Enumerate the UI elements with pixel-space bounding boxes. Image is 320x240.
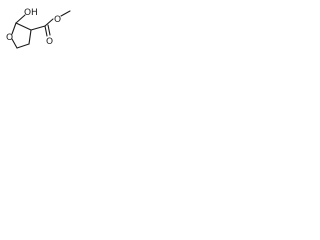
bond-c-o-ester xyxy=(44,18,54,27)
molecule-diagram: O H O O O xyxy=(6,8,71,49)
bond-c4-c3 xyxy=(28,29,32,45)
bond-c2-oh xyxy=(15,14,26,24)
bond-o-methyl xyxy=(60,10,71,17)
atom-label-hydroxyl-o: O xyxy=(24,8,31,18)
structure-canvas: O H O O O xyxy=(0,0,74,67)
atom-label-hydroxyl-h: H xyxy=(31,8,38,18)
bond-c5-c4 xyxy=(16,43,30,49)
bond-c2-o1 xyxy=(11,22,17,35)
bond-c3-ccarbonyl xyxy=(30,25,46,31)
atom-label-ring-o: O xyxy=(6,33,13,43)
atom-label-ester-o: O xyxy=(54,15,61,25)
atom-label-carbonyl-o: O xyxy=(46,37,53,47)
bond-o1-c5 xyxy=(11,38,18,49)
bond-c3-c2 xyxy=(15,22,32,31)
bond-c-o-double-1 xyxy=(44,25,48,37)
bond-c-o-double-2 xyxy=(47,24,51,36)
